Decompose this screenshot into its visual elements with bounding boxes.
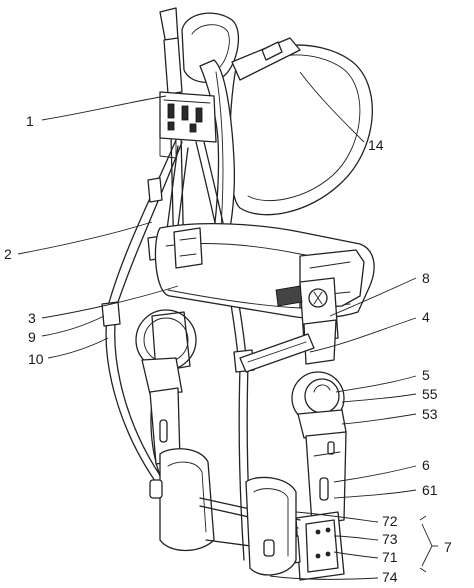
- hip-joint-right-5: [291, 371, 347, 439]
- label-2: 2: [4, 246, 12, 262]
- reference-labels: 1 2 3 4 5 6 7 8 9 10 14 53 55 61 71 72 7…: [4, 113, 452, 585]
- label-5: 5: [422, 367, 430, 383]
- label-1: 1: [26, 113, 34, 129]
- label-73: 73: [382, 531, 398, 547]
- lower-pad-right: [245, 476, 297, 576]
- label-9: 9: [28, 329, 36, 345]
- label-14: 14: [368, 137, 384, 153]
- hip-joint-left: [135, 309, 197, 395]
- transverse-bar-4: [239, 333, 315, 373]
- label-55: 55: [422, 386, 438, 402]
- mount-block-1: [159, 91, 217, 159]
- label-61: 61: [422, 482, 438, 498]
- back-frame: [199, 59, 236, 251]
- waist-belt-3: [154, 223, 375, 319]
- label-53: 53: [422, 406, 438, 422]
- label-74: 74: [382, 569, 398, 585]
- label-71: 71: [382, 549, 398, 565]
- leader-lines: [17, 71, 438, 580]
- back-plate-14: [229, 37, 373, 216]
- label-3: 3: [28, 310, 36, 326]
- label-4: 4: [422, 309, 430, 325]
- thigh-bar-left: [149, 387, 215, 552]
- upper-back-pad: [181, 12, 240, 83]
- label-8: 8: [422, 270, 430, 286]
- label-6: 6: [422, 457, 430, 473]
- thigh-bar-right-6: [305, 431, 347, 525]
- label-10: 10: [28, 351, 44, 367]
- label-72: 72: [382, 513, 398, 529]
- label-7: 7: [444, 539, 452, 555]
